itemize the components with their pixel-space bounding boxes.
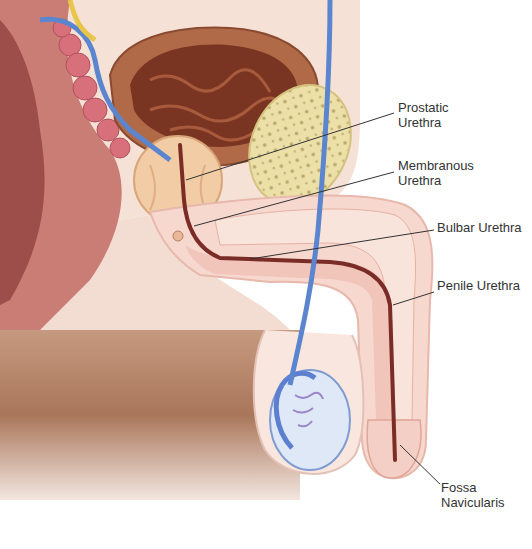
structure-label: Prostatic Urethra	[397, 100, 485, 130]
structure-label: Fossa Navicularis	[440, 480, 528, 510]
seminiferous-tubules	[293, 393, 323, 427]
scrotum	[254, 330, 364, 474]
structure-label: Bulbar Urethra	[436, 220, 524, 235]
structure-label: Penile Urethra	[436, 278, 524, 293]
rectum-wall	[0, 20, 45, 305]
structure-label: Membranous Urethra	[397, 158, 485, 188]
vas-deferens-loop	[40, 19, 170, 160]
ureter	[70, 0, 95, 40]
testis	[270, 370, 350, 470]
prostate-lobes	[150, 165, 206, 210]
vas-deferens	[290, 0, 330, 385]
bulbourethral-gland	[173, 231, 183, 241]
rectum	[0, 0, 122, 330]
